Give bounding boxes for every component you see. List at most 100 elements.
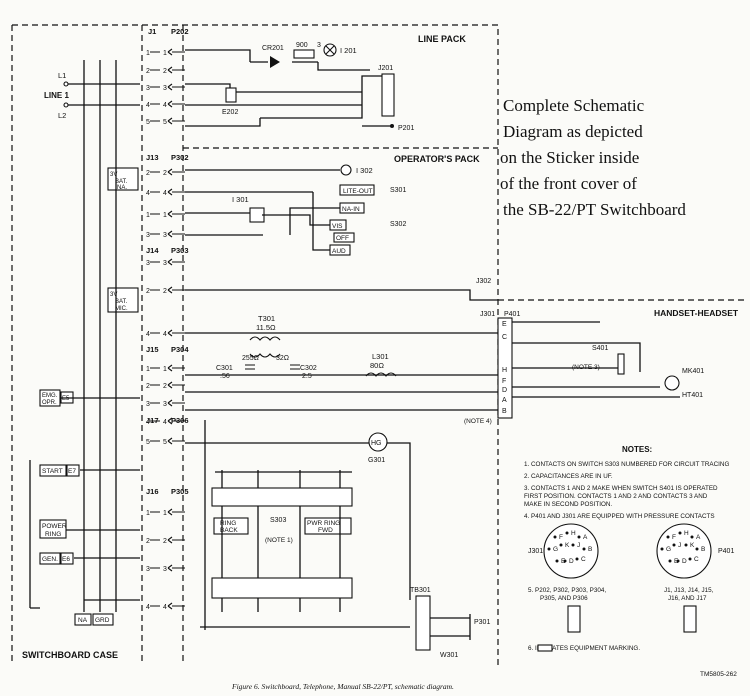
p401_face-pin-dot-8 [660, 547, 664, 551]
label-l301: L301 [372, 352, 389, 361]
pin-contact-2 [150, 66, 185, 74]
pin-right-12: 4 [163, 331, 167, 338]
jack-j201 [381, 73, 395, 117]
pin-right-18: 1 [163, 510, 167, 517]
p401-pin-h: H [502, 367, 507, 374]
label-i301: I 301 [232, 195, 249, 204]
battery-mic-voltage: 3V [110, 292, 117, 298]
label-j1: J1 [148, 27, 156, 36]
note-5-line-2: P305, AND P306 [540, 595, 588, 602]
label-opr: OPR. [42, 400, 57, 406]
label-grd: GRD [95, 617, 110, 624]
j301_face-pin-f: F [559, 534, 563, 541]
label-off: OFF [336, 235, 349, 242]
j301_face-pin-dot-6 [563, 559, 567, 563]
p401_face-pin-e: E [674, 558, 679, 565]
lamp-i302 [340, 164, 352, 176]
pin-left-7: 4 [146, 190, 150, 197]
label-note4: (NOTE 4) [464, 418, 492, 425]
pin-contact-9 [150, 230, 185, 238]
pin-left-20: 3 [146, 566, 150, 573]
label-c301-value: .56 [220, 373, 230, 380]
label-c302-value: 2.5 [302, 373, 312, 380]
j301_face-pin-j: J [577, 542, 580, 549]
label-box-e6 [60, 552, 74, 565]
p401_face-pin-dot-4 [684, 543, 688, 547]
pin-left-6: 2 [146, 170, 150, 177]
pin-left-2: 2 [146, 68, 150, 75]
label-j15: J15 [146, 345, 159, 354]
label-p201: P201 [398, 125, 414, 132]
doc-number: TM5805-262 [700, 671, 737, 678]
j301_face-pin-dot-0 [565, 531, 569, 535]
p401_face-pin-dot-0 [678, 531, 682, 535]
label-l2: L2 [58, 111, 66, 120]
label-vis: VIS [332, 223, 343, 230]
switch-off [333, 232, 355, 243]
p401_face-pin-c: C [694, 556, 699, 563]
label-note1: (NOTE 1) [265, 537, 293, 544]
label-e202: E202 [222, 109, 238, 116]
note-3-line-2: FIRST POSITION. CONTACTS 1 AND 2 AND CON… [524, 493, 708, 500]
resistor-900 [293, 49, 315, 59]
pin-right-3: 3 [163, 85, 167, 92]
pin-right-16: 4 [163, 419, 167, 426]
notes-panel: NOTES: 1. CONTACTS ON SWITCH S303 NUMBER… [524, 445, 737, 678]
pin-right-2: 2 [163, 68, 167, 75]
pin-contact-7 [150, 188, 185, 196]
j301_face-pin-k: K [565, 542, 570, 549]
note-3-line-1: 3. CONTACTS 1 AND 2 MAKE WHEN SWITCH S40… [524, 485, 718, 492]
p401_face-pin-k: K [690, 542, 695, 549]
p401_face-pin-a: A [696, 534, 701, 541]
label-power: POWER [42, 523, 67, 530]
pin-left-18: 1 [146, 510, 150, 517]
switchboard-case-title: SWITCHBOARD CASE [22, 650, 118, 660]
inductor-l301 [365, 372, 397, 377]
p401-pin-c: C [502, 334, 507, 341]
note-5-line-1: 5. P202, P302, P303, P304, [528, 587, 606, 594]
label-j16: J16 [146, 487, 159, 496]
label-tb301: TB301 [410, 587, 431, 594]
label-line1: LINE 1 [44, 91, 69, 100]
pin-contact-13 [150, 364, 185, 372]
p401-pin-a: A [502, 397, 507, 404]
pin-left-8: 1 [146, 212, 150, 219]
terminal-l2 [63, 102, 69, 108]
pin-left-1: 1 [146, 50, 150, 57]
label-na: NA [78, 617, 88, 624]
switch-lite-out [339, 184, 375, 196]
label-j301-face: J301 [528, 548, 543, 555]
label-t301: T301 [258, 314, 275, 323]
pin-contact-19 [150, 536, 185, 544]
plug-symbol [567, 605, 581, 633]
switchboard-case-border [11, 24, 499, 665]
figure-caption: Figure 6. Switchboard, Telephone, Manual… [231, 682, 454, 691]
jack-symbol [683, 605, 697, 633]
label-e5: E5 [62, 396, 70, 402]
j301_face-pin-e: E [561, 558, 566, 565]
label-box-e7 [66, 464, 80, 477]
pin-left-17: 5 [146, 439, 150, 446]
label-box-na [74, 613, 92, 626]
equipment-marking-symbol [537, 644, 553, 652]
label-j13: J13 [146, 153, 159, 162]
j301_face-pin-h: H [571, 530, 576, 537]
label-start: START [42, 468, 63, 475]
label-p302: P302 [171, 153, 189, 162]
p401-pin-e: E [502, 321, 507, 328]
pin-left-9: 3 [146, 232, 150, 239]
battery-na-label2: NA. [117, 185, 127, 191]
pin-contact-17 [150, 437, 185, 445]
switch-s401 [617, 353, 625, 375]
label-i302: I 302 [356, 166, 373, 175]
j301_face-pin-dot-8 [547, 547, 551, 551]
label-note3: (NOTE 3) [572, 364, 600, 371]
terminal-l1 [63, 81, 69, 87]
label-p305: P305 [171, 487, 189, 496]
note-6: 6. INDICATES EQUIPMENT MARKING. [528, 645, 640, 652]
pin-left-5: 5 [146, 119, 150, 126]
pin-right-17: 5 [163, 439, 167, 446]
